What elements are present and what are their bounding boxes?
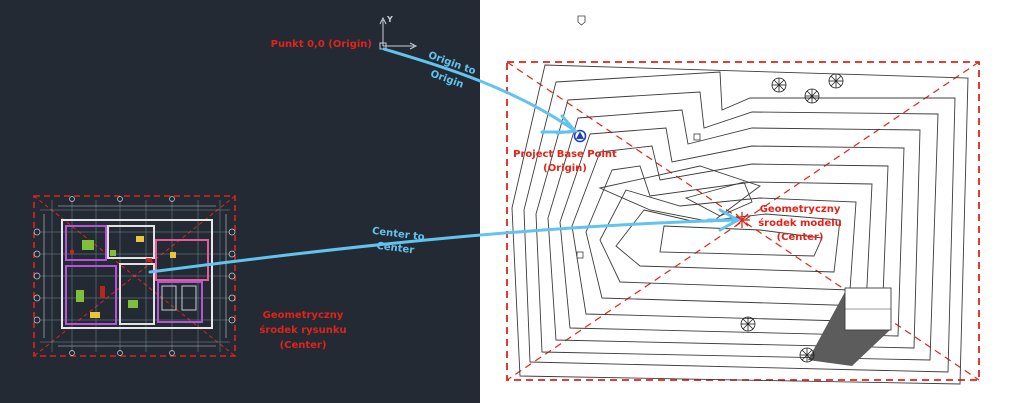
model-center-label-1: Geometryczny bbox=[760, 204, 841, 215]
center-to-center-arrow bbox=[148, 208, 742, 274]
model-center-label-3: (Center) bbox=[777, 232, 824, 243]
ucs-axis-icon bbox=[379, 16, 418, 50]
tree-symbol-icon bbox=[771, 77, 787, 93]
building-mass bbox=[808, 287, 892, 366]
survey-point-icon bbox=[693, 133, 701, 141]
model-center-marker bbox=[734, 212, 750, 228]
drawing-center-label-3: (Center) bbox=[280, 340, 327, 351]
ucs-y-letter: Y bbox=[386, 15, 393, 24]
tree-symbol-icon bbox=[828, 73, 844, 89]
origin-label: Punkt 0,0 (Origin) bbox=[271, 39, 372, 50]
base-point-label-2: (Origin) bbox=[543, 163, 587, 174]
survey-point-icon bbox=[577, 15, 586, 26]
floor-plan-drawing bbox=[33, 195, 236, 357]
revit-view-background bbox=[480, 0, 1013, 403]
cad-model-space-background bbox=[0, 0, 480, 403]
base-point-label-1: Project Base Point bbox=[513, 149, 617, 160]
topography-contours bbox=[511, 64, 969, 385]
model-center-label-2: środek modelu bbox=[758, 217, 842, 229]
origin-to-origin-arrow bbox=[382, 47, 579, 135]
survey-point-icon bbox=[576, 251, 584, 259]
drawing-center-label-1: Geometryczny bbox=[263, 310, 344, 321]
tree-symbol-icon bbox=[799, 347, 815, 363]
center-arrow-label-2: Center bbox=[376, 241, 415, 257]
tree-symbol-icon bbox=[804, 88, 820, 104]
drawing-center-label-2: środek rysunku bbox=[259, 324, 346, 336]
tree-symbol-icon bbox=[740, 316, 756, 332]
project-base-point-icon bbox=[573, 129, 587, 143]
